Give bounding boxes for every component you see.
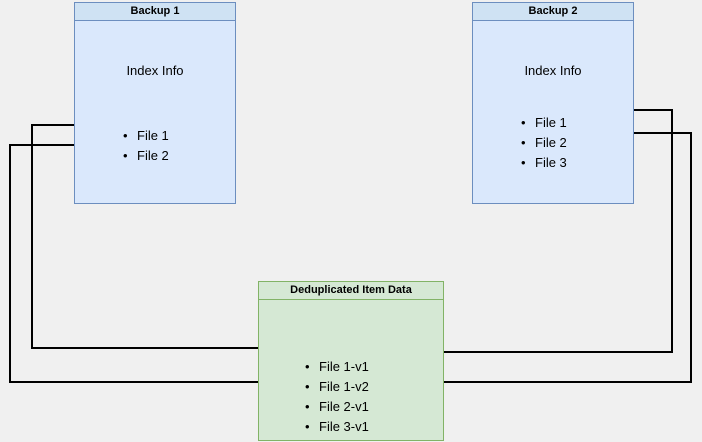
backup2-body: Index Info File 1 File 2 File 3 [473, 21, 633, 203]
list-item: File 1 [121, 126, 169, 146]
backup2-file-list: File 1 File 2 File 3 [519, 113, 567, 173]
list-item: File 1 [519, 113, 567, 133]
backup2-index-label: Index Info [524, 63, 582, 78]
backup2-box: Backup 2 Index Info File 1 File 2 File 3 [472, 2, 634, 204]
dedup-box: Deduplicated Item Data File 1-v1 File 1-… [258, 281, 444, 441]
list-item: File 2 [519, 133, 567, 153]
list-item: File 3-v1 [303, 417, 369, 437]
dedup-title: Deduplicated Item Data [259, 282, 443, 300]
backup1-title: Backup 1 [75, 3, 235, 21]
backup1-file-list: File 1 File 2 [121, 126, 169, 166]
dedup-body: File 1-v1 File 1-v2 File 2-v1 File 3-v1 [259, 300, 443, 440]
dedup-item-list: File 1-v1 File 1-v2 File 2-v1 File 3-v1 [303, 357, 369, 437]
list-item: File 1-v1 [303, 357, 369, 377]
list-item: File 3 [519, 153, 567, 173]
list-item: File 2 [121, 146, 169, 166]
backup1-body: Index Info File 1 File 2 [75, 21, 235, 203]
list-item: File 2-v1 [303, 397, 369, 417]
backup1-index-label: Index Info [126, 63, 184, 78]
backup2-title: Backup 2 [473, 3, 633, 21]
list-item: File 1-v2 [303, 377, 369, 397]
backup1-box: Backup 1 Index Info File 1 File 2 [74, 2, 236, 204]
